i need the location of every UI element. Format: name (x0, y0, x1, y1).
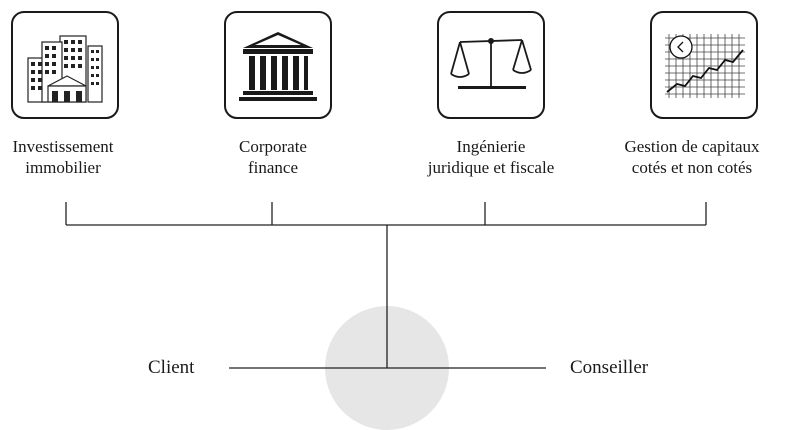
label-line-2: cotés et non cotés (631, 158, 753, 177)
stock-chart-icon (650, 11, 758, 119)
label-corporate-finance: Corporate finance (193, 136, 353, 178)
classical-building-icon (224, 11, 332, 119)
balance-scale-icon (437, 11, 545, 119)
label-line-2: immobilier (25, 158, 101, 177)
label-line-1: Investissement (12, 137, 114, 156)
label-line-2: juridique et fiscale (427, 158, 555, 177)
label-ingenierie-juridique: Ingénierie juridique et fiscale (391, 136, 591, 178)
label-line-1: Gestion de capitaux (624, 137, 760, 156)
buildings-icon (11, 11, 119, 119)
client-label: Client (148, 357, 195, 378)
label-gestion-capitaux: Gestion de capitaux cotés et non cotés (594, 136, 790, 178)
connector-tree (65, 202, 707, 369)
label-line-1: Ingénierie (456, 137, 526, 156)
label-line-1: Corporate (239, 137, 307, 156)
label-line-2: finance (247, 158, 299, 177)
conseiller-label: Conseiller (570, 357, 649, 378)
label-investissement-immobilier: Investissement immobilier (0, 136, 143, 178)
